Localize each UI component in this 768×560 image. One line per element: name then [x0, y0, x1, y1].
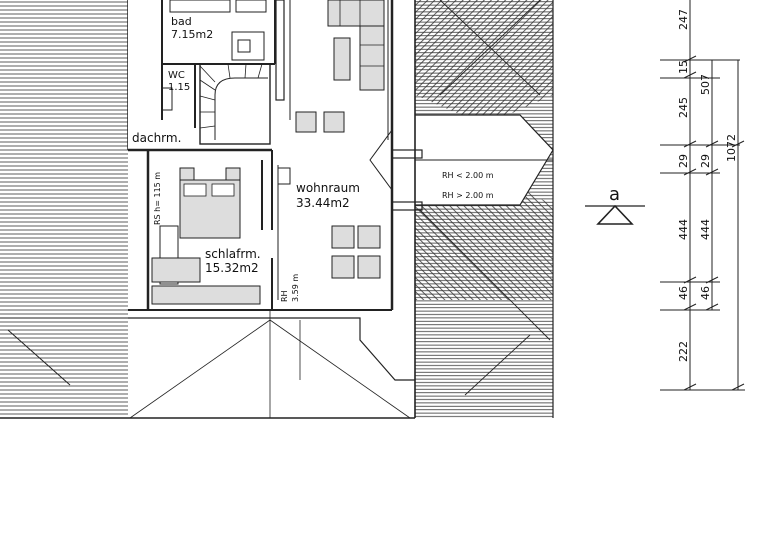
- dim-245: 245: [677, 97, 690, 118]
- dim-29-b: 29: [699, 154, 712, 168]
- wardrobes: [151, 225, 261, 305]
- bed: [179, 167, 241, 239]
- dining-table: [331, 225, 381, 279]
- schlafraum-label: schlafrm.: [205, 247, 261, 261]
- dachraum-label: dachrm.: [132, 131, 181, 145]
- wc-room: [161, 64, 196, 128]
- interior-walls: [261, 0, 291, 310]
- dim-247: 247: [677, 9, 690, 30]
- staircase: [199, 63, 271, 145]
- dim-222: 222: [677, 341, 690, 362]
- bad-label: bad: [171, 15, 192, 28]
- schlafraum-area: 15.32m2: [205, 261, 259, 275]
- right-roof: [414, 0, 554, 418]
- wc-label: WC: [168, 70, 185, 81]
- rh-less-note: RH < 2.00 m: [442, 171, 494, 180]
- dormer-outline: [369, 129, 393, 191]
- chairs: [295, 111, 345, 133]
- dormer-window: [391, 149, 423, 159]
- dim-1072: 1072: [725, 134, 738, 162]
- wohnraum-label: wohnraum: [296, 181, 360, 195]
- dormer-window-lower: [391, 201, 423, 211]
- rh-label: RH: [280, 290, 289, 302]
- rh-value: 3.59 m: [291, 274, 300, 302]
- section-marker: a: [585, 184, 645, 225]
- dim-15: 15: [677, 60, 690, 74]
- dimension-lines: [660, 0, 745, 391]
- bad-area: 7.15m2: [171, 28, 213, 41]
- left-roof: [0, 0, 415, 419]
- dim-46-a: 46: [677, 286, 690, 300]
- rs-height-note: RS h= 115 m: [153, 172, 162, 225]
- dim-444-b: 444: [699, 219, 712, 240]
- dim-507: 507: [699, 74, 712, 95]
- sofa: [327, 0, 385, 91]
- dim-29-a: 29: [677, 154, 690, 168]
- dim-46-b: 46: [699, 286, 712, 300]
- wc-area: 1.15: [168, 82, 190, 93]
- rh-more-note: RH > 2.00 m: [442, 191, 494, 200]
- section-marker-letter: a: [609, 184, 620, 205]
- dim-444-a: 444: [677, 219, 690, 240]
- wohnraum-area: 33.44m2: [296, 196, 350, 210]
